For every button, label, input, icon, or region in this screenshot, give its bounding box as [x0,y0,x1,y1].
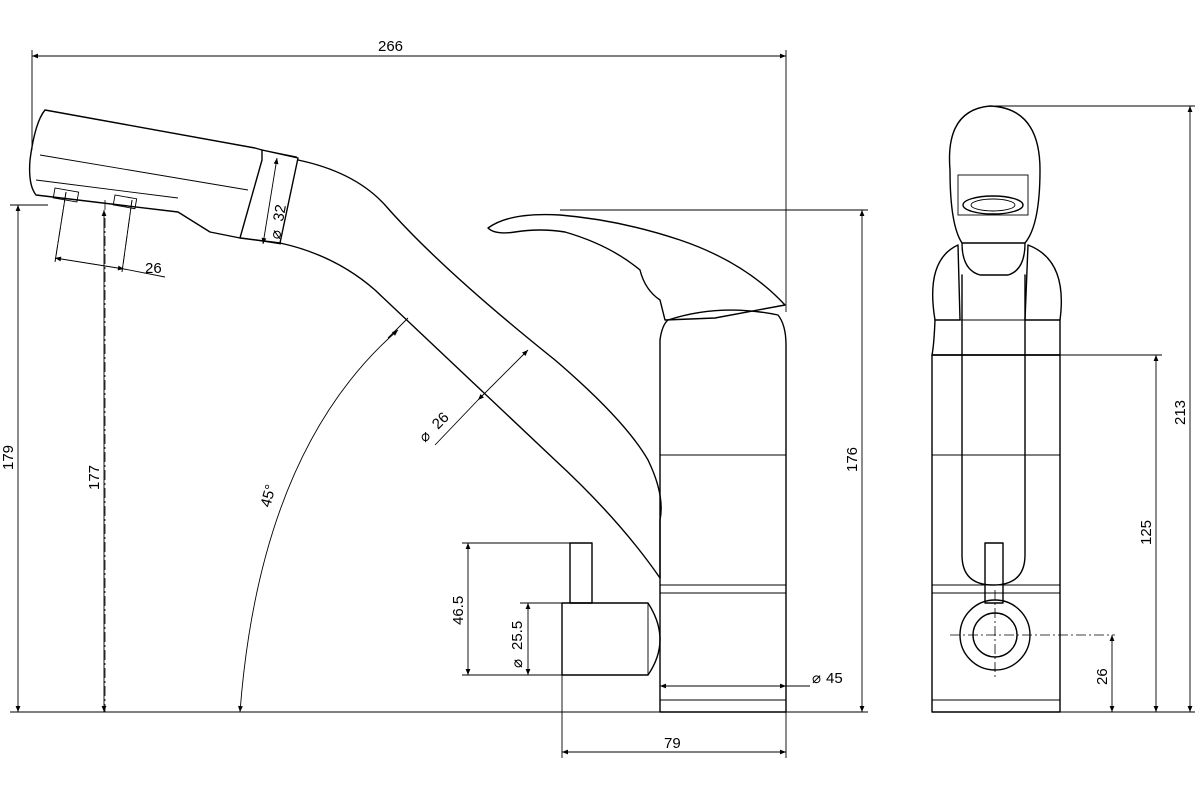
dim-valve-diameter-symbol: ⌀ [509,659,526,668]
dim-height-total: 213 [1172,400,1189,425]
side-body [931,354,1061,713]
dim-overall-width: 266 [378,38,403,55]
side-spout-head [948,105,1041,244]
dim-valve-diameter: 25.5 [509,621,526,650]
dim-body-diameter-symbol: ⌀ [812,670,821,687]
dim-valve-length: 79 [664,735,681,752]
side-aerator [962,195,1024,215]
dim-aerator-offset: 26 [145,260,162,277]
dim-height-side: 125 [1138,520,1155,545]
front-dimensions: 266 32 ⌀ 26 26 ⌀ 45° 179 177 [0,38,868,758]
dim-height-left-inner: 177 [86,465,103,490]
spout-arm [297,159,662,579]
dim-spout-diameter-symbol: ⌀ [267,229,285,241]
dim-height-body: 176 [844,447,861,472]
side-view [931,105,1115,713]
angle-arc [238,329,399,713]
valve-body [659,309,787,713]
dim-arm-diameter-symbol: ⌀ [416,427,434,445]
spout-head [28,109,263,239]
nozzle-right [112,194,138,210]
spout-head-edge [39,154,249,191]
dim-spout-diameter: 32 [270,203,290,222]
dim-body-diameter: 45 [826,670,843,687]
side-dimensions: 213 125 26 [995,105,1195,713]
front-view [28,109,787,713]
diverter-stem [569,542,593,604]
dim-angle: 45° [257,483,279,509]
dim-arm-diameter: 26 [429,409,453,433]
lever-handle [487,213,786,321]
side-knob-stem [984,542,1004,604]
dim-valve-height: 46.5 [450,596,467,625]
dim-outlet-height: 26 [1094,668,1111,685]
side-handle [932,244,961,321]
dim-height-left-outer: 179 [0,445,17,470]
diverter-knob [561,602,661,676]
